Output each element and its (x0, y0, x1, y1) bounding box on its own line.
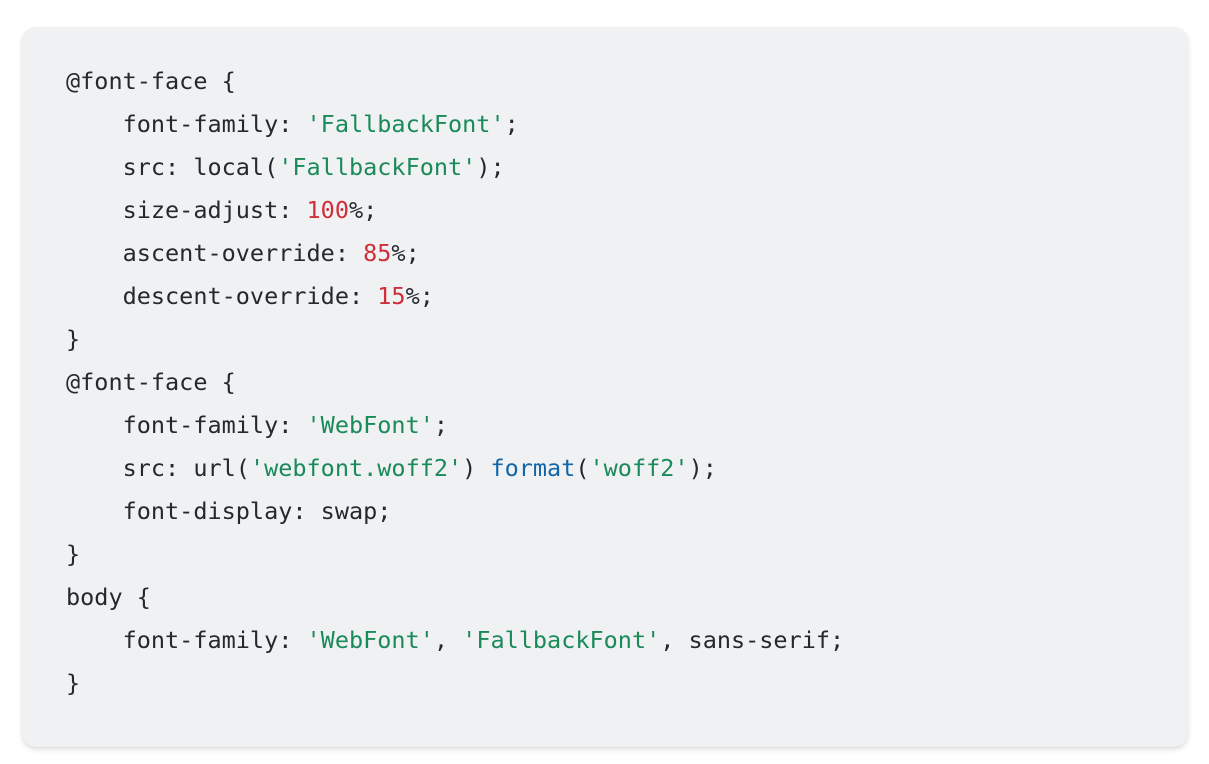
code-token-plain: ( (575, 454, 590, 482)
code-token-plain: ) (462, 454, 491, 482)
code-token-plain: } (66, 325, 81, 353)
code-token-string: 'WebFont' (306, 411, 434, 439)
code-token-plain: %; (348, 196, 378, 224)
code-line: size-adjust: 100%; (66, 189, 844, 232)
code-line: font-family: 'WebFont', 'FallbackFont', … (66, 619, 845, 662)
code-line: } (66, 533, 844, 576)
code-token-plain: src: url( (66, 454, 250, 482)
code-snippet-card: @font-face { font-family: 'FallbackFont'… (22, 27, 1188, 747)
code-line: font-family: 'FallbackFont'; (66, 103, 844, 146)
code-line: font-display: swap; (66, 490, 844, 533)
code-line: descent-override: 15%; (66, 275, 844, 318)
code-token-plain: , sans-serif; (660, 626, 845, 654)
code-token-plain: @font-face { (66, 67, 236, 95)
code-token-plain: %; (391, 239, 420, 267)
code-line: ascent-override: 85%; (66, 232, 844, 275)
code-token-plain: @font-face { (66, 368, 236, 396)
code-token-plain: font-display: swap; (66, 497, 392, 525)
code-line: @font-face { (66, 361, 844, 404)
code-line: } (66, 318, 844, 361)
code-token-plain: %; (405, 282, 434, 310)
code-token-string: 'woff2' (589, 454, 689, 482)
code-line: src: local('FallbackFont'); (66, 146, 844, 189)
code-token-plain: ; (433, 411, 449, 439)
code-line: @font-face { (66, 60, 844, 103)
code-token-string: 'WebFont' (306, 626, 434, 654)
code-token-number: 100 (306, 196, 349, 224)
code-block: @font-face { font-family: 'FallbackFont'… (66, 60, 844, 705)
code-line: src: url('webfont.woff2') format('woff2'… (66, 447, 844, 490)
code-token-plain: size-adjust: (66, 196, 307, 224)
code-line: } (66, 662, 844, 705)
code-token-plain: ); (688, 454, 717, 482)
code-token-plain: } (66, 669, 81, 697)
code-token-plain: descent-override: (66, 282, 378, 310)
code-line: font-family: 'WebFont'; (66, 404, 844, 447)
code-token-plain: font-family: (66, 411, 307, 439)
code-token-plain: ); (476, 153, 505, 181)
code-token-plain: font-family: (66, 626, 307, 654)
code-token-plain: body { (66, 583, 151, 611)
code-token-string: 'FallbackFont' (278, 153, 477, 181)
code-token-func: format (490, 454, 576, 482)
code-token-plain: } (66, 540, 81, 568)
code-token-plain: font-family: (66, 110, 307, 138)
code-token-string: 'FallbackFont' (462, 626, 661, 654)
code-token-number: 15 (377, 282, 406, 310)
code-token-string: 'webfont.woff2' (249, 454, 463, 482)
code-token-plain: ; (504, 110, 519, 138)
code-token-plain: ascent-override: (66, 239, 364, 267)
code-token-plain: , (433, 626, 463, 654)
code-line: body { (66, 576, 844, 619)
code-token-number: 85 (363, 239, 392, 267)
code-token-plain: src: local( (66, 153, 279, 181)
code-token-string: 'FallbackFont' (306, 110, 505, 138)
